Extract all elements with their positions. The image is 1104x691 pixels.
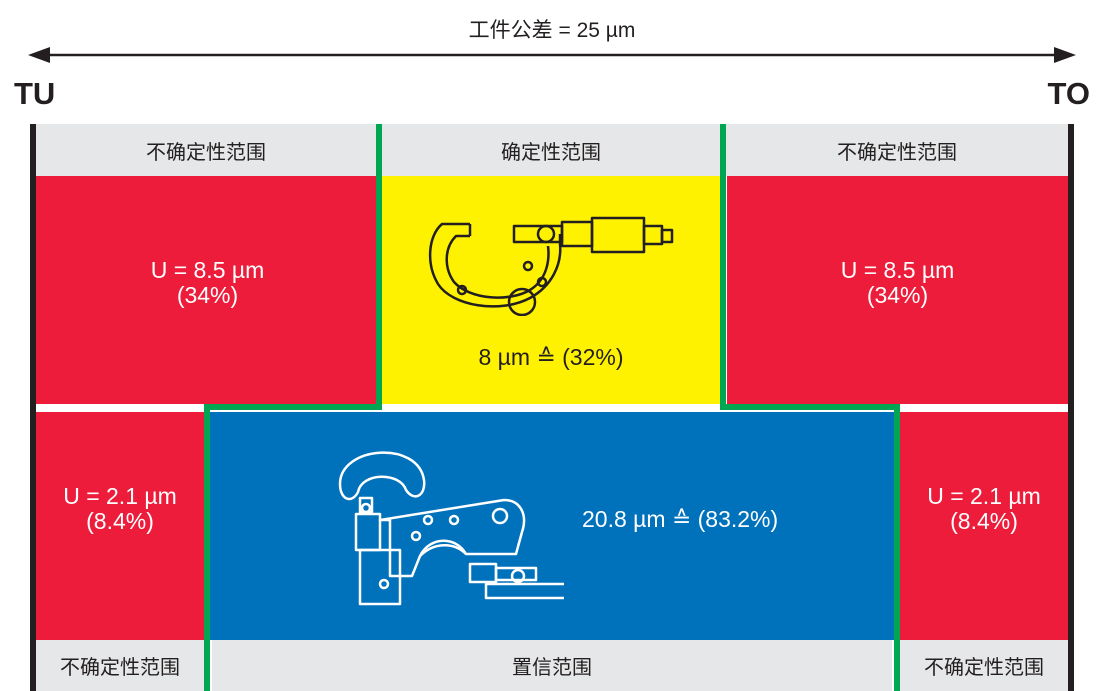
bottom-left-uncertainty-percent: (8.4%): [86, 508, 154, 534]
bottom-left-uncertainty-block: U = 2.1 µm (8.4%): [36, 412, 204, 640]
tolerance-label: 工件公差 = 25 µm: [468, 19, 636, 42]
bottom-center-confidence-label: 置信范围: [212, 640, 892, 691]
bottom-right-uncertainty-label: 不确定性范围: [900, 640, 1068, 691]
confidence-top-left-boundary: [204, 404, 382, 410]
top-right-uncertainty-value: U = 8.5 µm: [840, 257, 955, 283]
micrometer-icon: [428, 216, 674, 316]
top-left-uncertainty-label: 不确定性范围: [36, 124, 376, 176]
top-right-uncertainty-block: U = 8.5 µm (34%): [727, 176, 1068, 404]
lower-limit-line: [30, 124, 36, 691]
top-center-certainty-block: 8 µm ≙ (32%): [382, 176, 720, 404]
upper-limit-line: [1068, 124, 1074, 691]
top-right-uncertainty-label: 不确定性范围: [726, 124, 1068, 176]
snap-gauge-icon: [338, 451, 564, 606]
top-left-uncertainty-percent: (34%): [176, 282, 239, 308]
confidence-right-boundary: [894, 404, 900, 691]
upper-limit-label: TO: [1047, 76, 1091, 111]
top-center-certainty-label: 确定性范围: [382, 124, 720, 176]
confidence-range-value: 20.8 µm ≙ (83.2%): [582, 506, 779, 532]
certainty-range-value: 8 µm ≙ (32%): [478, 344, 624, 370]
confidence-range-block: 20.8 µm ≙ (83.2%): [210, 412, 894, 640]
bottom-left-uncertainty-label: 不确定性范围: [36, 640, 204, 691]
bottom-right-uncertainty-percent: (8.4%): [950, 508, 1018, 534]
bottom-left-uncertainty-value: U = 2.1 µm: [63, 483, 177, 509]
lower-limit-label: TU: [14, 76, 56, 111]
arrow-left-icon: [28, 47, 50, 63]
top-right-uncertainty-percent: (34%): [866, 282, 929, 308]
confidence-top-right-boundary: [720, 404, 900, 410]
certainty-right-boundary: [720, 124, 726, 410]
top-left-uncertainty-value: U = 8.5 µm: [150, 257, 265, 283]
bottom-right-uncertainty-value: U = 2.1 µm: [927, 483, 1041, 509]
confidence-left-boundary: [204, 404, 210, 691]
certainty-left-boundary: [376, 124, 382, 410]
tolerance-arrow: [28, 47, 1076, 63]
bottom-right-uncertainty-block: U = 2.1 µm (8.4%): [900, 412, 1068, 640]
arrow-right-icon: [1054, 47, 1076, 63]
top-left-uncertainty-block: U = 8.5 µm (34%): [36, 176, 379, 404]
